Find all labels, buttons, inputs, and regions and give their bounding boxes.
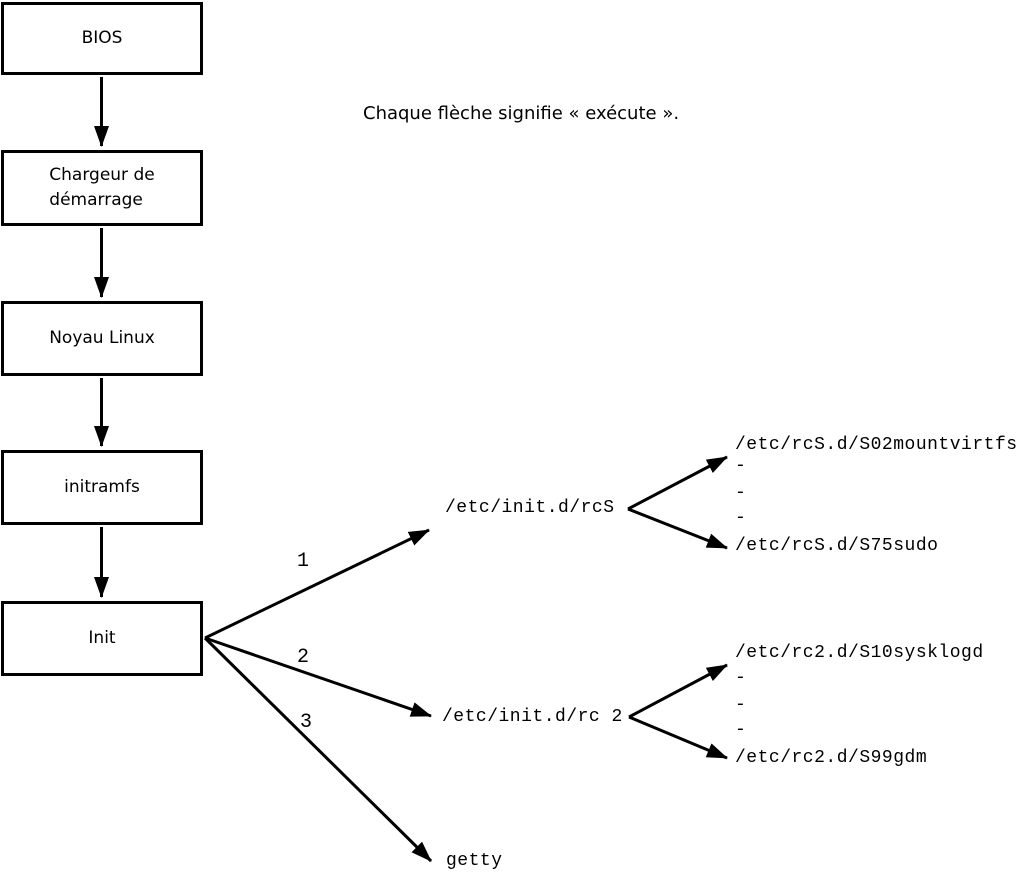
arrow-init-to-rcS xyxy=(204,528,430,640)
rc2-script-ellipsis-dash: - xyxy=(735,668,747,688)
node-bios-label: BIOS xyxy=(81,28,123,48)
target-rcS-label: /etc/init.d/rcS xyxy=(445,498,615,518)
branch-number-1: 1 xyxy=(297,550,310,573)
branch-number-3: 3 xyxy=(300,711,313,734)
arrow-rc2-to-first-script xyxy=(628,663,728,719)
arrow-rcS-to-first-script xyxy=(627,455,728,511)
rcS-script-ellipsis-dash: - xyxy=(735,508,747,528)
rcS-script-ellipsis-dash: - xyxy=(735,483,747,503)
node-init: Init xyxy=(1,601,203,676)
rcS-script-ellipsis-dash: - xyxy=(735,456,747,476)
node-init-label: Init xyxy=(88,628,116,648)
arrow-rc2-to-last-script xyxy=(628,715,728,760)
node-bios: BIOS xyxy=(1,2,203,75)
rc2-script-ellipsis-dash: - xyxy=(735,720,747,740)
arrow-init-to-rc2 xyxy=(204,636,432,718)
rc2-script-ellipsis-dash: - xyxy=(735,695,747,715)
node-bootloader: Chargeur de démarrage xyxy=(1,150,203,226)
rc2-script-first: /etc/rc2.d/S10sysklogd xyxy=(735,643,984,663)
target-getty-label: getty xyxy=(446,851,503,871)
node-kernel: Noyau Linux xyxy=(1,301,203,376)
legend-note: Chaque flèche signifie « exécute ». xyxy=(363,103,680,124)
node-initramfs-label: initramfs xyxy=(64,477,140,497)
arrow-rcS-to-last-script xyxy=(627,507,728,550)
node-kernel-label: Noyau Linux xyxy=(49,328,155,348)
node-bootloader-label: Chargeur de démarrage xyxy=(49,165,155,210)
branch-number-2: 2 xyxy=(297,646,310,669)
target-rc2-label: /etc/init.d/rc 2 xyxy=(442,707,623,727)
rcS-script-first: /etc/rcS.d/S02mountvirtfs xyxy=(735,435,1018,455)
rc2-script-last: /etc/rc2.d/S99gdm xyxy=(735,748,928,768)
rcS-script-last: /etc/rcS.d/S75sudo xyxy=(735,536,939,556)
arrow-init-to-getty xyxy=(203,636,433,863)
node-initramfs: initramfs xyxy=(1,450,203,525)
